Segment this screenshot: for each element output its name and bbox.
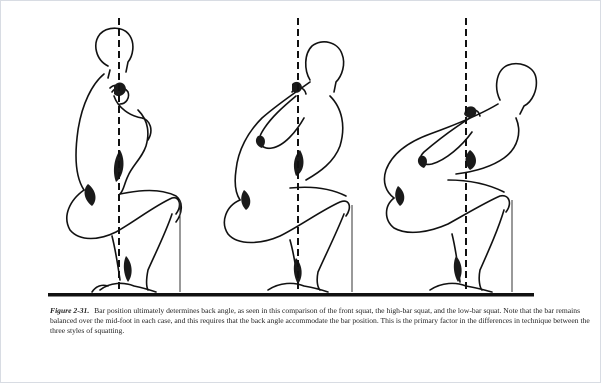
floor-line	[48, 293, 534, 297]
front-squat-shading	[85, 83, 132, 282]
high-bar-squat-shading	[241, 82, 303, 284]
figure-caption-text: Bar position ultimately determines back …	[50, 306, 590, 335]
figure-caption: Figure 2-31. Bar position ultimately det…	[50, 306, 590, 337]
figure-label: Figure 2-31.	[50, 306, 89, 315]
high-bar-squat-figure	[224, 42, 349, 292]
low-bar-squat-figure	[384, 64, 536, 292]
low-bar-squat-shading	[395, 106, 476, 282]
squat-comparison-illustration	[0, 0, 601, 300]
front-squat-figure	[67, 28, 181, 292]
